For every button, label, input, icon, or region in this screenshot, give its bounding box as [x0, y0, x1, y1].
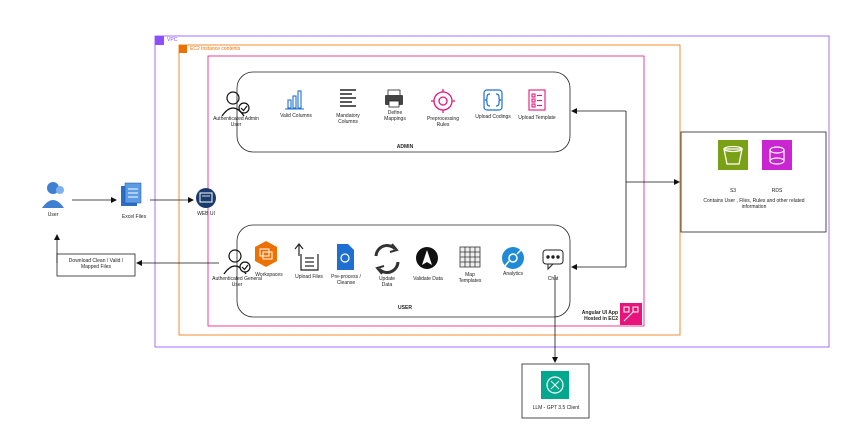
user-item-label: Workspaces [255, 272, 283, 278]
general-user-icon [223, 249, 251, 275]
llm-caption: LLM - GPT 3.5 Client [532, 405, 580, 411]
connectors [54, 108, 680, 363]
web-ui-icon [196, 188, 216, 208]
preprocessing-rules-icon [431, 89, 455, 113]
user-item-label: Map Templates [458, 272, 482, 284]
validate-data-icon [416, 247, 438, 269]
valid-columns-icon [285, 90, 304, 110]
download-box [56, 253, 136, 277]
user-item-label: Validate Data [413, 276, 443, 282]
download-caption: Download Clean / Valid / Mapped Files [68, 258, 124, 270]
user-caption: User [47, 212, 59, 218]
s3-icon [718, 140, 748, 170]
s3-caption: S3 [729, 188, 737, 194]
user-panel [236, 224, 571, 318]
upload-template-icon [528, 89, 546, 111]
user-icon [42, 182, 64, 208]
preprocess-cleanse-icon [337, 244, 354, 270]
user-item-label: Update Data [378, 276, 396, 288]
user-item-label: Upload Files [295, 274, 323, 280]
admin-item-label: Valid Columns [280, 113, 312, 119]
ec2-label: EC2 Instance contents [190, 46, 241, 52]
user-item-label: Analytics [502, 271, 523, 277]
angular-app-icon [620, 303, 642, 325]
vpc-label: VPC [167, 37, 178, 43]
upload-codings-icon [483, 89, 503, 111]
admin-item-label: Upload Template [518, 115, 556, 121]
web-ui-caption: WEB UI [197, 211, 215, 217]
user-item-label: Chat [547, 276, 559, 282]
admin-item-label: Upload Codings [475, 114, 511, 120]
upload-files-icon [294, 243, 319, 271]
user-label: USER [398, 305, 412, 311]
admin-item-label: Preprocessing Rules [427, 116, 459, 128]
admin-item-label: Define Mappings [384, 110, 406, 122]
user-item-label: Authenticated General User [212, 276, 262, 288]
excel-files-caption: Excel Files [121, 214, 147, 220]
storage-box [680, 131, 827, 233]
llm-icon [541, 371, 569, 399]
user-item-label: Pre-process / Cleanse [331, 274, 361, 286]
admin-panel [236, 71, 571, 153]
angular-app-caption: Angular UI App Hosted in EC2 [581, 310, 618, 322]
ec2-boundary [178, 44, 681, 336]
mandatory-columns-icon [340, 89, 356, 107]
storage-description: Contains User , Files, Rules and other r… [703, 198, 805, 210]
map-templates-icon [459, 246, 481, 268]
analytics-icon [502, 247, 524, 269]
admin-label: ADMIN [396, 144, 414, 150]
vpc-boundary [154, 35, 830, 348]
rds-icon [762, 140, 792, 170]
admin-item-label: Authenticated Admin User [213, 116, 259, 128]
chat-icon [542, 249, 564, 271]
define-mappings-icon [385, 89, 403, 108]
excel-files-icon [121, 182, 142, 206]
update-data-icon [374, 243, 400, 275]
rds-caption: RDS [771, 188, 783, 194]
workspaces-icon [255, 241, 277, 267]
admin-item-label: Mandatory Columns [336, 113, 360, 125]
admin-user-icon [221, 91, 250, 117]
